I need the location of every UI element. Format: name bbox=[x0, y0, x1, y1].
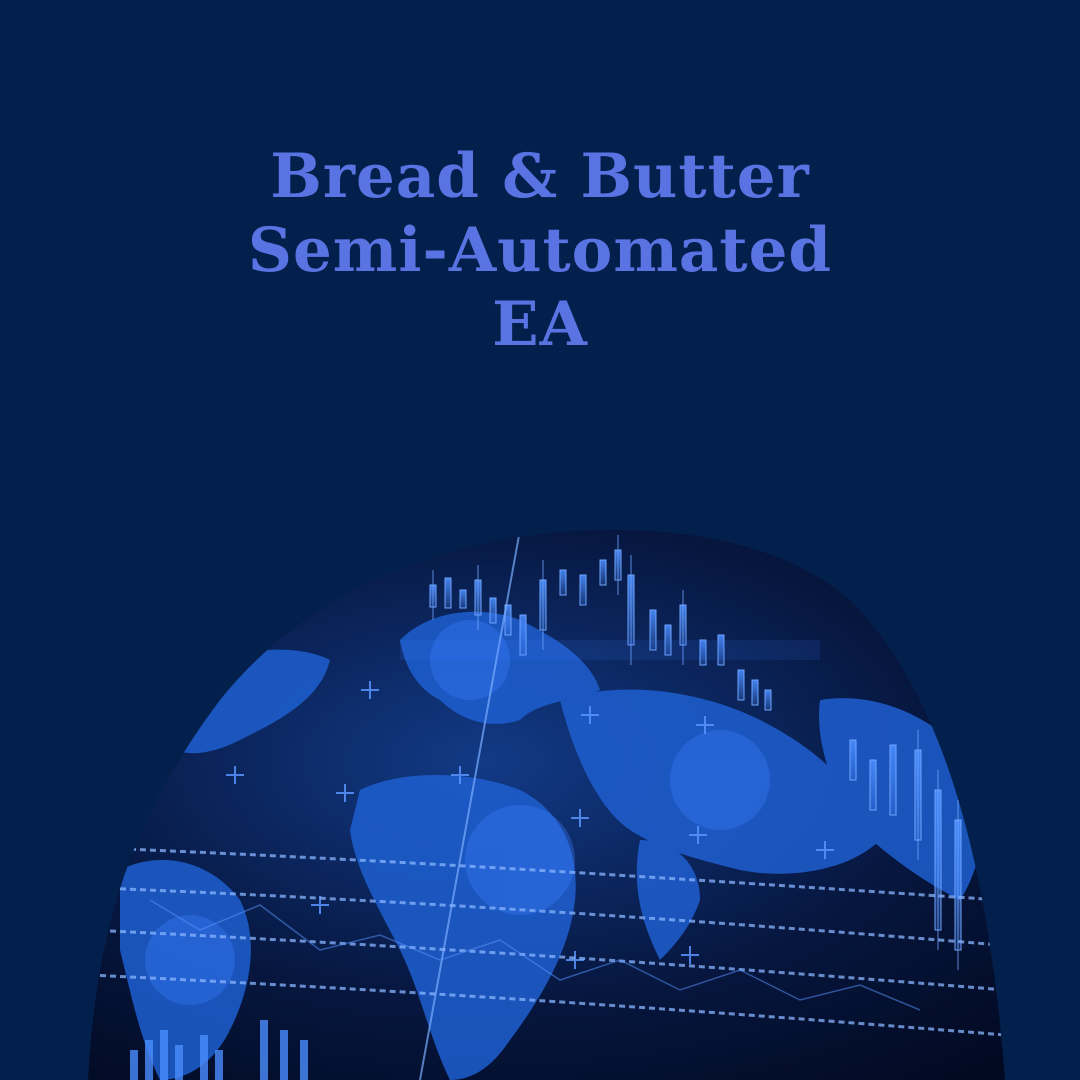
title-line-2: Semi-Automated bbox=[247, 215, 833, 286]
title-line-1: Bread & Butter bbox=[270, 141, 810, 212]
poster-title: Bread & Butter Semi-Automated EA bbox=[0, 140, 1080, 362]
title-line-3: EA bbox=[492, 289, 588, 360]
